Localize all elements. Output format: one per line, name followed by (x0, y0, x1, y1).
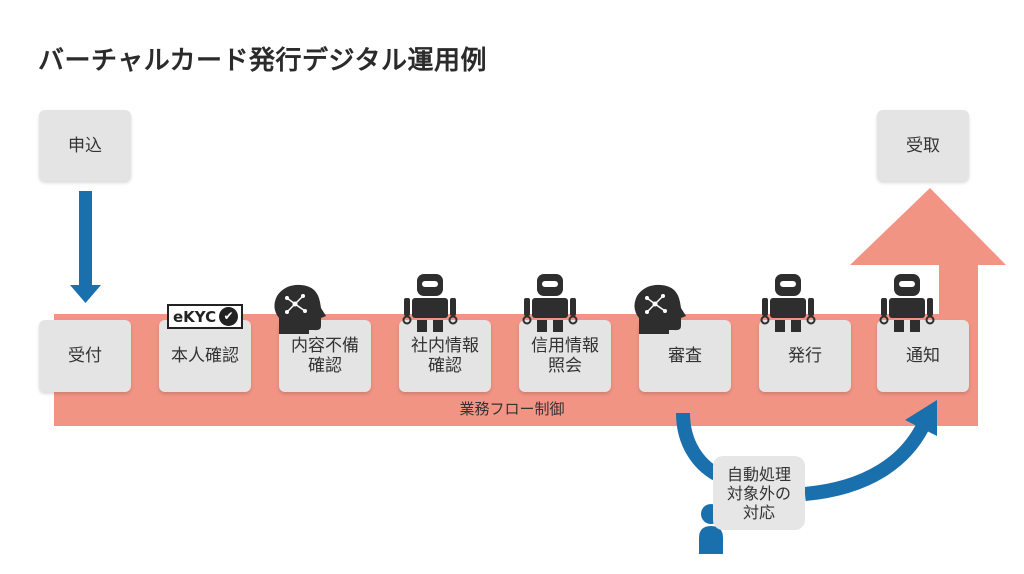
step-box: 通知 (877, 320, 969, 392)
ai-head-icon (273, 284, 327, 335)
page-title: バーチャルカード発行デジタル運用例 (38, 46, 487, 76)
receive-box: 受取 (877, 110, 969, 181)
step-box: 社内情報 確認 (399, 320, 491, 392)
ekyc-label: eKYC (173, 307, 217, 326)
exception-arrow-head (905, 400, 937, 436)
apply-box: 申込 (39, 110, 131, 181)
step-box: 信用情報 照会 (519, 320, 611, 392)
step-box: 発行 (759, 320, 851, 392)
exception-curve-in (676, 412, 720, 481)
down-arrow-head (70, 285, 101, 303)
ekyc-badge: eKYC ✔ (167, 304, 243, 329)
exception-curve-out (804, 424, 929, 501)
step-box: 本人確認 (159, 320, 251, 392)
band-label: 業務フロー制御 (459, 400, 565, 418)
down-arrow-shaft (79, 191, 92, 287)
robot-icon (402, 273, 458, 333)
ai-head-icon (633, 284, 687, 335)
robot-icon (879, 273, 935, 333)
person-body (699, 526, 723, 554)
check-icon: ✔ (219, 307, 238, 326)
manual-handling-box: 自動処理 対象外の 対応 (713, 456, 805, 530)
robot-icon (522, 273, 578, 333)
robot-icon (760, 273, 816, 333)
step-box: 受付 (39, 320, 131, 392)
